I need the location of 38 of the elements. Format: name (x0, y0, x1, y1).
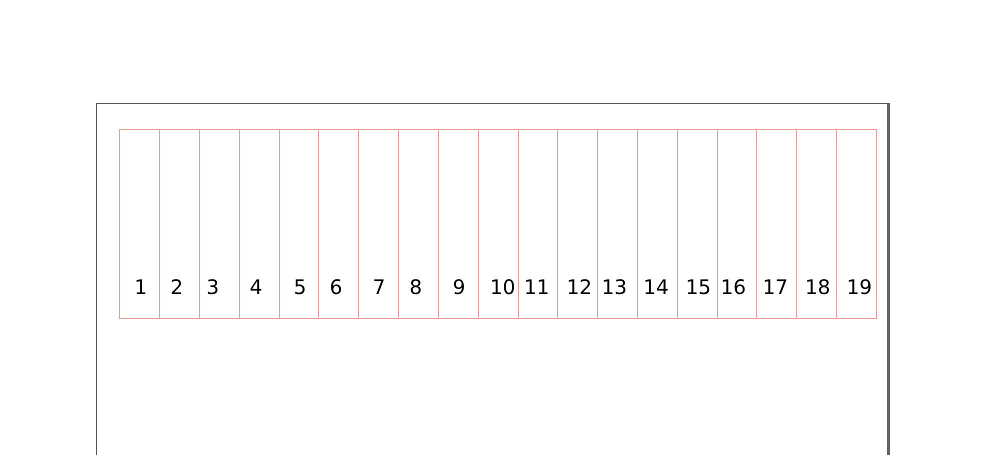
strip-column (119, 129, 160, 319)
strip-column (398, 129, 439, 319)
column-number: 8 (409, 277, 422, 297)
strip-column (597, 129, 638, 319)
column-number: 2 (170, 277, 184, 297)
strip-column (478, 129, 519, 319)
strip-column (518, 129, 558, 319)
strip-column (159, 129, 200, 319)
column-number: 15 (686, 277, 712, 297)
column-number: 9 (452, 277, 466, 297)
strip-column (717, 129, 757, 319)
strip-column (438, 129, 479, 319)
column-number: 10 (490, 277, 516, 297)
strip-column (318, 129, 359, 319)
column-number: 6 (330, 277, 342, 297)
column-number: 14 (643, 277, 669, 297)
strip-column (239, 129, 280, 319)
strip-column (557, 129, 598, 319)
column-number: 3 (206, 277, 220, 297)
column-number: 1 (134, 277, 148, 297)
strip-column (836, 129, 877, 319)
strip-column (677, 129, 718, 319)
strip-column (279, 129, 319, 319)
column-number: 17 (762, 277, 788, 297)
column-number: 12 (566, 277, 592, 297)
strip-column (796, 129, 837, 319)
column-number: 11 (524, 277, 550, 297)
strip-column (637, 129, 678, 319)
column-number: 5 (294, 277, 306, 297)
column-number: 13 (602, 277, 628, 297)
column-number: 18 (804, 277, 830, 297)
column-number: 4 (250, 277, 262, 297)
column-number: 16 (720, 277, 746, 297)
strip-column (756, 129, 797, 319)
column-number: 7 (372, 277, 386, 297)
strip-column (199, 129, 240, 319)
column-number: 19 (846, 277, 872, 297)
strip-column (358, 129, 399, 319)
